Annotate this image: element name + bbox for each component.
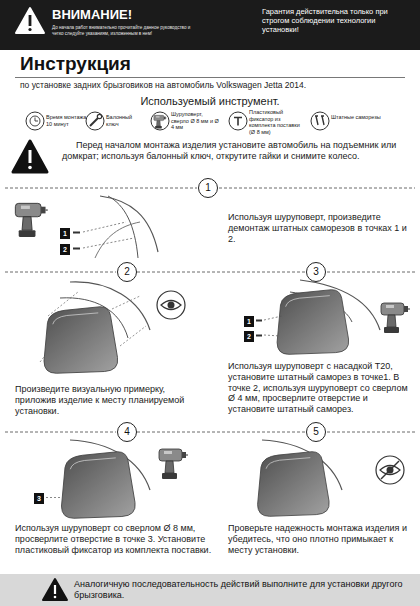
mudflap <box>62 452 136 519</box>
crossed-eye-symbol <box>376 456 404 484</box>
wrench-symbol <box>97 114 101 118</box>
document-title: Инструкция <box>20 53 131 76</box>
callout-number: 1 <box>244 316 254 327</box>
warning-triangle <box>43 579 67 600</box>
fastener-symbol <box>234 118 242 126</box>
tool-icon <box>86 112 104 130</box>
subtitle: по установке задних брызговиков на автом… <box>20 80 405 90</box>
tool-label: Время монтажа 10 минут <box>46 114 88 127</box>
step-text: Используя шуруповерт со сверлом Ø 8 мм, … <box>15 523 220 555</box>
footer-note: Аналогичную последовательность действий … <box>74 579 409 601</box>
dashed-separator <box>5 272 116 273</box>
callout-number: 2 <box>244 331 254 342</box>
step-number: 5 <box>306 422 326 442</box>
warning-triangle <box>16 8 44 33</box>
leader-line <box>46 497 60 498</box>
step-number: 2 <box>117 262 137 282</box>
tool-icon <box>229 112 247 130</box>
fender-line <box>100 196 158 252</box>
callout-number: 3 <box>34 493 44 504</box>
tool-icon <box>26 112 44 130</box>
step2-illustration <box>40 282 185 373</box>
tool-label: Шуруповерт, сверло Ø 8 мм и Ø 4 мм <box>171 111 221 131</box>
step-text: Используя шуруповерт, произведите демонт… <box>228 212 408 244</box>
section-heading: Используемый инструмент. <box>0 95 420 108</box>
warranty-note: Гарантия действительна только при строго… <box>262 7 412 34</box>
warning-note: До начала работ внимательно прочитайте д… <box>52 25 202 36</box>
info-band: ВНИМАНИЕ! До начала работ внимательно про… <box>0 0 420 50</box>
dashed-separator <box>5 188 197 189</box>
leader-line <box>83 222 134 248</box>
dashed-separator <box>327 432 415 433</box>
step-number: 3 <box>306 262 326 282</box>
title-rule <box>15 77 405 78</box>
mudflap <box>258 452 330 517</box>
header-band <box>0 0 420 50</box>
warning-mark <box>54 585 56 594</box>
mudflap <box>277 290 349 355</box>
warning-mark <box>28 28 31 31</box>
step1-illustration <box>15 196 158 258</box>
footer-band <box>0 574 420 606</box>
callout-label: 1 <box>63 230 67 237</box>
warning-heading: ВНИМАНИЕ! <box>52 7 222 23</box>
step3-illustration <box>256 280 410 354</box>
step-label: 1 <box>205 183 211 193</box>
warning-mark <box>29 15 32 26</box>
wheel-arch <box>95 222 140 258</box>
step-number: 1 <box>198 178 218 198</box>
clock-symbol <box>30 116 40 126</box>
step4-illustration <box>46 440 188 518</box>
screws-symbol <box>315 116 324 125</box>
step-separators <box>5 188 415 432</box>
warning-triangle <box>13 141 47 172</box>
step-text: Используя шуруповерт с насадкой T20, уст… <box>228 361 412 415</box>
step5-illustration <box>258 440 404 516</box>
drill-symbol <box>159 449 188 479</box>
tool-label: Балонный ключ <box>106 114 140 127</box>
tool-icon <box>311 112 329 130</box>
tool-label: Штатные саморезы <box>331 114 383 121</box>
info-band: Аналогичную последовательность действий … <box>0 574 420 606</box>
step-label: 2 <box>124 267 130 277</box>
callout-label: 2 <box>63 246 67 253</box>
step-number: 4 <box>117 422 137 442</box>
tool-label: Пластиковый фиксатор из комплекта постав… <box>249 109 305 135</box>
eye-symbol <box>157 291 185 319</box>
warning-mark <box>29 150 32 163</box>
drill-symbol <box>381 303 410 333</box>
wrench-symbol <box>90 118 98 126</box>
step-label: 3 <box>313 267 319 277</box>
drill-symbol <box>15 203 47 237</box>
leader-line <box>264 316 282 336</box>
step-label: 4 <box>124 427 130 437</box>
dashed-connector <box>137 432 306 433</box>
dashed-separator <box>327 272 415 273</box>
callout-label: 2 <box>247 333 251 340</box>
dashed-connector <box>137 272 306 273</box>
callout-label: 1 <box>247 318 251 325</box>
step-text: Произведите визуальную примерку, приложи… <box>15 384 207 416</box>
step-text: Проверьте надежность монтажа изделия и у… <box>228 523 412 555</box>
warning-mark <box>54 596 57 599</box>
clock-hands <box>35 118 38 122</box>
screw-symbol <box>73 233 80 249</box>
mudflap <box>44 307 118 374</box>
drill-symbol <box>154 115 167 128</box>
tool-icon <box>151 112 169 130</box>
warning-mark <box>28 166 32 170</box>
callout-number: 2 <box>60 244 70 255</box>
dashed-separator <box>219 188 415 189</box>
callout-number: 1 <box>60 228 70 239</box>
dashed-separator <box>5 432 116 433</box>
screw-symbol <box>256 321 262 336</box>
step-label: 5 <box>313 427 319 437</box>
callout-label: 3 <box>37 495 41 502</box>
warning-text: Перед началом монтажа изделия установите… <box>62 140 404 162</box>
fender-line <box>108 196 138 258</box>
